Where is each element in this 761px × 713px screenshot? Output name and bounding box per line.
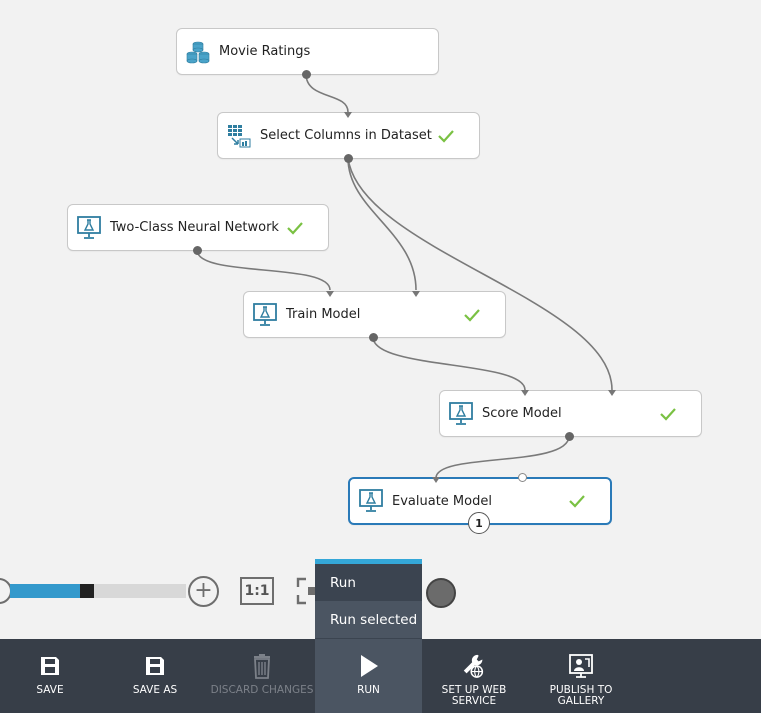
success-check-icon (287, 221, 303, 235)
edge-select-to-score (347, 157, 613, 391)
success-check-icon (569, 495, 585, 508)
command-bar: SAVE SAVE AS DISCARD CHANGES RUN SET UP … (0, 639, 761, 713)
module-icon (252, 302, 278, 328)
node-label: Evaluate Model (392, 493, 492, 509)
node-select-columns[interactable]: Select Columns in Dataset (217, 112, 480, 159)
success-check-icon (438, 129, 454, 143)
save-label: SAVE (36, 684, 64, 696)
edge-score-to-evaluate (435, 435, 570, 479)
zoom-slider[interactable] (10, 584, 186, 598)
save-as-button[interactable]: SAVE AS (120, 639, 190, 713)
edge-ratings-to-select (305, 73, 349, 113)
module-icon (448, 401, 474, 427)
node-two-class-neural-network[interactable]: Two-Class Neural Network (67, 204, 329, 251)
menu-item-run[interactable]: Run (330, 574, 356, 591)
output-port-badge[interactable]: 1 (468, 512, 490, 534)
node-score-model[interactable]: Score Model (439, 390, 702, 437)
input-port[interactable] (432, 477, 440, 483)
publish-to-gallery-label: PUBLISH TO (549, 684, 613, 696)
edge-select-to-train (347, 157, 417, 291)
web-service-icon (461, 652, 487, 680)
minimap-toggle-button[interactable] (426, 578, 456, 608)
publish-to-gallery-label-line2: GALLERY (557, 695, 605, 707)
module-icon (358, 488, 384, 514)
discard-changes-label: DISCARD CHANGES (210, 684, 314, 696)
save-as-icon (142, 652, 168, 680)
save-button[interactable]: SAVE (15, 639, 85, 713)
set-up-web-service-button[interactable]: SET UP WEB SERVICE (430, 639, 518, 713)
output-port[interactable] (369, 333, 378, 342)
output-port[interactable] (193, 246, 202, 255)
run-button[interactable]: RUN (315, 639, 422, 713)
success-check-icon (660, 407, 676, 421)
node-label: Score Model (482, 406, 562, 421)
dataset-icon (185, 39, 211, 65)
publish-gallery-icon (568, 652, 594, 680)
fit-to-screen-icon[interactable] (296, 577, 316, 605)
menu-item-run-selected[interactable]: Run selected (315, 601, 422, 638)
input-port[interactable] (521, 390, 529, 396)
output-port[interactable] (565, 432, 574, 441)
set-up-web-service-label: SET UP WEB (441, 684, 507, 696)
node-movie-ratings[interactable]: Movie Ratings (176, 28, 439, 75)
discard-changes-button[interactable]: DISCARD CHANGES (208, 639, 316, 713)
edge-train-to-score (372, 336, 526, 391)
connections-layer (196, 73, 613, 479)
set-up-web-service-label-line2: SERVICE (451, 695, 497, 707)
output-port[interactable] (344, 154, 353, 163)
trash-icon (249, 652, 275, 680)
save-as-label: SAVE AS (132, 684, 178, 696)
run-label: RUN (357, 684, 380, 696)
experiment-canvas[interactable]: Movie Ratings Select Columns in Dataset (0, 0, 761, 639)
node-label: Train Model (286, 307, 361, 322)
module-icon (76, 215, 102, 241)
run-dropdown-menu: Run Run selected (315, 559, 422, 639)
zoom-slider-fill (10, 584, 80, 598)
actual-size-button[interactable]: 1:1 (240, 577, 274, 605)
node-label: Select Columns in Dataset (260, 128, 432, 143)
success-check-icon (464, 308, 480, 322)
node-train-model[interactable]: Train Model (243, 291, 506, 338)
play-icon (356, 652, 382, 680)
node-label: Movie Ratings (219, 44, 311, 59)
input-port[interactable] (412, 291, 420, 297)
zoom-slider-thumb[interactable] (80, 584, 94, 598)
input-port[interactable] (344, 112, 352, 118)
publish-to-gallery-button[interactable]: PUBLISH TO GALLERY (540, 639, 622, 713)
select-columns-icon (226, 123, 252, 149)
edge-nn-to-train (196, 249, 331, 291)
input-port[interactable] (608, 390, 616, 396)
output-port[interactable] (302, 70, 311, 79)
input-port[interactable] (326, 291, 334, 297)
input-port-open[interactable] (518, 473, 527, 482)
zoom-in-button[interactable]: + (188, 576, 219, 607)
node-label: Two-Class Neural Network (110, 220, 279, 235)
save-icon (37, 652, 63, 680)
